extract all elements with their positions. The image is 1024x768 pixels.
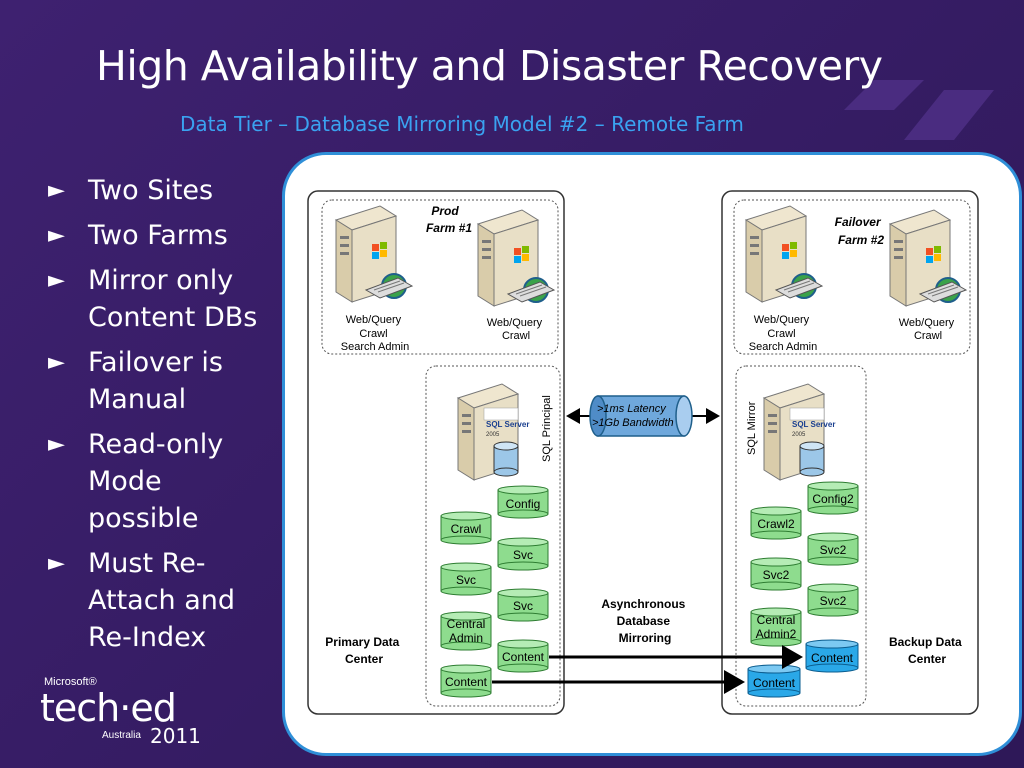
server-label: Web/Query Crawl: [487, 317, 546, 342]
bullet-arrow-icon: ►: [48, 178, 65, 203]
bullet-text: Read-only: [88, 429, 224, 460]
async-mirroring-label: Asynchronous Database Mirroring: [601, 597, 688, 645]
network-link-pipe: [589, 395, 693, 437]
db-config2: Config2: [807, 481, 859, 515]
bullet-text: Mirror only: [88, 265, 234, 296]
db-content-mirror: Content: [805, 639, 859, 673]
bullet-arrow-icon: ►: [48, 223, 65, 248]
page-title: High Availability and Disaster Recovery: [96, 42, 883, 90]
svg-text:Content: Content: [502, 650, 545, 664]
svg-text:Svc2: Svc2: [820, 543, 847, 557]
svg-text:Svc2: Svc2: [820, 594, 847, 608]
primary-sql-group: [425, 365, 561, 707]
bullet-text: possible: [88, 503, 199, 534]
svg-text:Crawl2: Crawl2: [757, 517, 795, 531]
primary-farm-group: [321, 199, 559, 355]
db-content: Content: [440, 664, 492, 698]
svg-text:Crawl: Crawl: [451, 522, 482, 536]
bullet-item: ► Two Sites: [48, 172, 288, 209]
server-label: Web/Query Crawl Search Admin: [749, 314, 817, 353]
db-content: Content: [497, 639, 549, 673]
logo-brand: Microsoft®: [44, 676, 97, 688]
bullet-text: Re-Index: [88, 622, 207, 653]
db-config: Config: [497, 485, 549, 519]
sql-db-icon: [799, 441, 825, 477]
backup-site-label: Backup Data Center: [889, 635, 965, 666]
sql-principal-label: SQL Principal: [541, 395, 553, 462]
svg-text:Svc: Svc: [456, 573, 476, 587]
bullet-text: Two Farms: [88, 220, 228, 251]
logo-region: Australia: [102, 730, 141, 741]
teched-logo: Microsoft® tech·ed Australia 2011: [40, 676, 220, 756]
svg-text:Svc2: Svc2: [763, 568, 790, 582]
db-crawl2: Crawl2: [750, 506, 802, 540]
bullet-text: Manual: [88, 384, 187, 415]
backup-farm-label: Failover Farm #2: [835, 215, 885, 247]
bullet-arrow-icon: ►: [48, 551, 65, 576]
db-svc: Svc: [497, 537, 549, 571]
primary-site-box: [307, 190, 565, 715]
svg-text:Svc: Svc: [513, 599, 533, 613]
decorative-arrows: [844, 80, 994, 140]
primary-farm-label: Prod Farm #1: [426, 204, 472, 235]
server-label: Web/Query Crawl Search Admin: [341, 314, 409, 353]
svg-text:Config2: Config2: [812, 492, 854, 506]
bullet-text: Attach and: [88, 585, 236, 616]
svg-text:Svc: Svc: [513, 548, 533, 562]
db-crawl: Crawl: [440, 511, 492, 545]
bullet-text: Two Sites: [88, 175, 214, 206]
bullet-text: Content DBs: [88, 302, 258, 333]
db-content-mirror: Content: [747, 664, 801, 698]
sql-version: 2005: [792, 432, 806, 438]
db-svc2: Svc2: [750, 557, 802, 591]
sql-db-icon: [493, 441, 519, 477]
svg-text:Config: Config: [506, 497, 541, 511]
sql-mirror-label: SQL Mirror: [746, 401, 758, 455]
bullet-text: Mode: [88, 466, 162, 497]
sql-version: 2005: [486, 432, 500, 438]
svg-text:Content: Content: [445, 675, 488, 689]
svg-text:Content: Content: [811, 651, 854, 665]
sql-badge: SQL Server: [792, 420, 835, 429]
bullet-item: ► Two Farms: [48, 217, 288, 254]
db-svc: Svc: [440, 562, 492, 596]
backup-farm-group: [733, 199, 971, 355]
logo-name: tech·ed: [40, 686, 177, 730]
db-svc2: Svc2: [807, 532, 859, 566]
page-subtitle: Data Tier – Database Mirroring Model #2 …: [180, 112, 744, 136]
db-svc: Svc: [497, 588, 549, 622]
bullet-arrow-icon: ►: [48, 268, 65, 293]
server-label: Web/Query Crawl: [899, 317, 958, 342]
link-spec-label: >1ms Latency >1Gb Bandwidth: [592, 403, 674, 429]
primary-site-label: Primary Data Center: [325, 635, 402, 666]
logo-year: 2011: [150, 724, 201, 748]
bullet-item: ► Failover is Manual: [48, 344, 288, 418]
bullet-text: Must Re-: [88, 548, 206, 579]
svg-text:Content: Content: [753, 676, 796, 690]
db-svc2: Svc2: [807, 583, 859, 617]
sql-badge: SQL Server: [486, 420, 529, 429]
bullet-text: Failover is: [88, 347, 223, 378]
bullet-arrow-icon: ►: [48, 432, 65, 457]
bullet-arrow-icon: ►: [48, 350, 65, 375]
backup-sql-group: [735, 365, 867, 707]
